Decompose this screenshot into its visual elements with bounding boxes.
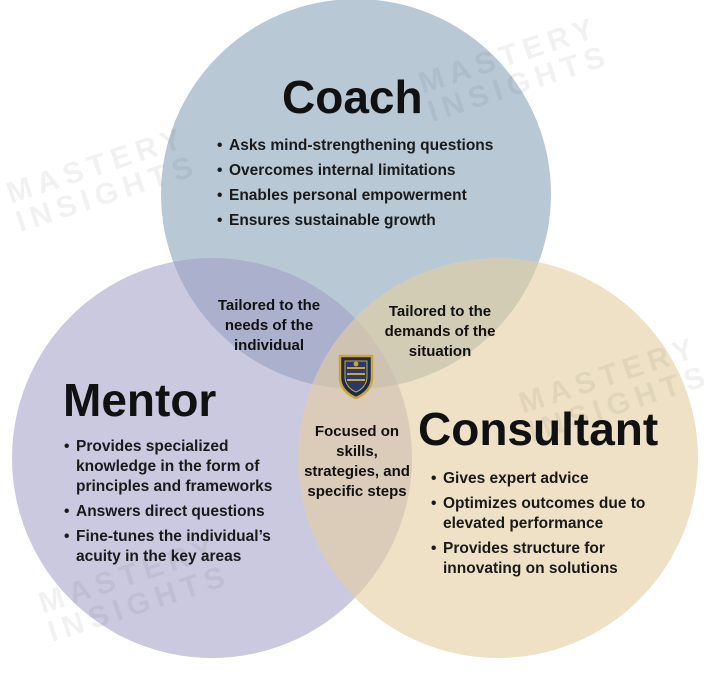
mentor-point: Provides specialized knowledge in the fo… (64, 437, 299, 497)
consultant-point: Optimizes outcomes due to elevated perfo… (431, 494, 661, 534)
mentor-point: Fine-tunes the individual’s acuity in th… (64, 527, 299, 567)
coach-title: Coach (282, 71, 423, 123)
coach-points: Asks mind-strengthening questions Overco… (217, 136, 537, 236)
coach-point: Enables personal empowerment (217, 186, 537, 206)
consultant-point: Gives expert advice (431, 469, 661, 489)
consultant-points: Gives expert advice Optimizes outcomes d… (431, 469, 661, 584)
coach-point: Overcomes internal limitations (217, 161, 537, 181)
mentor-point: Answers direct questions (64, 502, 299, 522)
coach-point: Ensures sustainable growth (217, 211, 537, 231)
consultant-point: Provides structure for innovating on sol… (431, 539, 661, 579)
consultant-title: Consultant (418, 403, 659, 455)
coach-point: Asks mind-strengthening questions (217, 136, 537, 156)
crest-shield-icon (338, 354, 374, 399)
mentor-points: Provides specialized knowledge in the fo… (64, 437, 299, 572)
mentor-title: Mentor (63, 374, 217, 426)
overlap-mentor-consultant: Focused on skills, strategies, and speci… (304, 423, 410, 500)
overlap-coach-consultant: Tailored to the demands of the situation (384, 303, 496, 360)
overlap-coach-mentor: Tailored to the needs of the individual (217, 297, 321, 354)
